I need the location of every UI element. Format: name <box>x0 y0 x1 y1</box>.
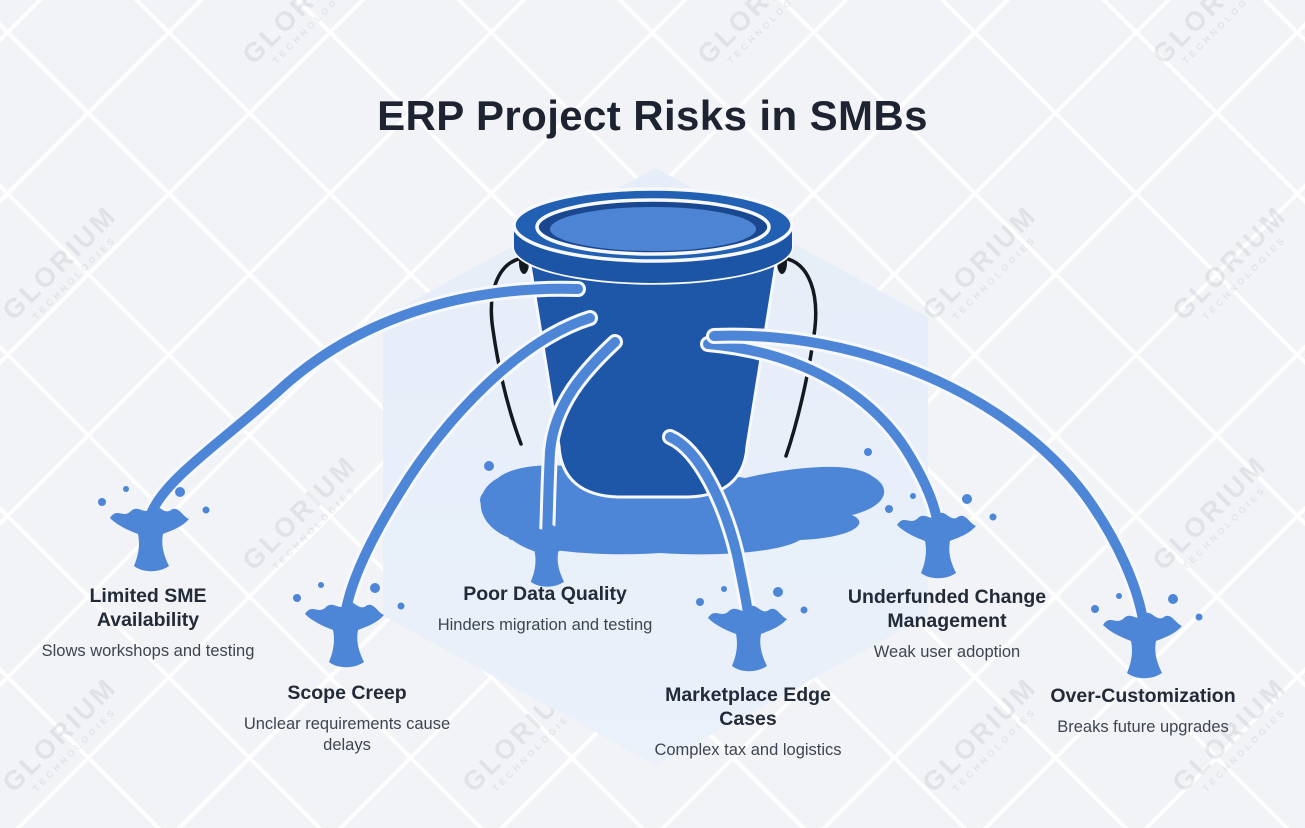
water-streams <box>143 280 1151 628</box>
water-stream <box>341 313 595 615</box>
risk-title: Underfunded Change Management <box>847 586 1047 632</box>
risk-label-underfunded-change-management: Underfunded Change Management Weak user … <box>812 586 1082 663</box>
page-title: ERP Project Risks in SMBs <box>377 92 928 140</box>
risk-label-limited-sme-availability: Limited SME Availability Slows workshops… <box>23 585 273 662</box>
risk-description: Weak user adoption <box>873 642 1021 661</box>
risk-title: Poor Data Quality <box>463 583 627 605</box>
risk-title: Over-Customization <box>1050 685 1236 707</box>
water-stream <box>146 283 583 519</box>
risk-description: Slows workshops and testing <box>41 641 255 660</box>
risk-label-over-customization: Over-Customization Breaks future upgrade… <box>1008 685 1278 738</box>
risk-description: Complex tax and logistics <box>654 740 842 759</box>
risk-label-scope-creep: Scope Creep Unclear requirements cause d… <box>222 682 472 756</box>
water-stream <box>703 339 942 525</box>
bucket-body <box>525 244 781 499</box>
risk-description: Hinders migration and testing <box>437 615 653 634</box>
risk-description: Breaks future upgrades <box>1057 717 1229 736</box>
risk-title: Marketplace Edge Cases <box>665 684 831 730</box>
risk-label-poor-data-quality: Poor Data Quality Hinders migration and … <box>420 583 670 636</box>
water-stream <box>709 330 1148 625</box>
water-surface <box>550 207 756 251</box>
risk-title: Limited SME Availability <box>89 585 207 631</box>
risk-description: Unclear requirements cause delays <box>243 714 451 754</box>
risk-label-marketplace-edge-cases: Marketplace Edge Cases Complex tax and l… <box>623 684 873 761</box>
risk-title: Scope Creep <box>287 682 407 704</box>
bucket-handle-left <box>489 256 525 446</box>
water-stream <box>665 432 753 619</box>
water-stream <box>542 337 620 539</box>
bucket-icon <box>489 187 818 499</box>
